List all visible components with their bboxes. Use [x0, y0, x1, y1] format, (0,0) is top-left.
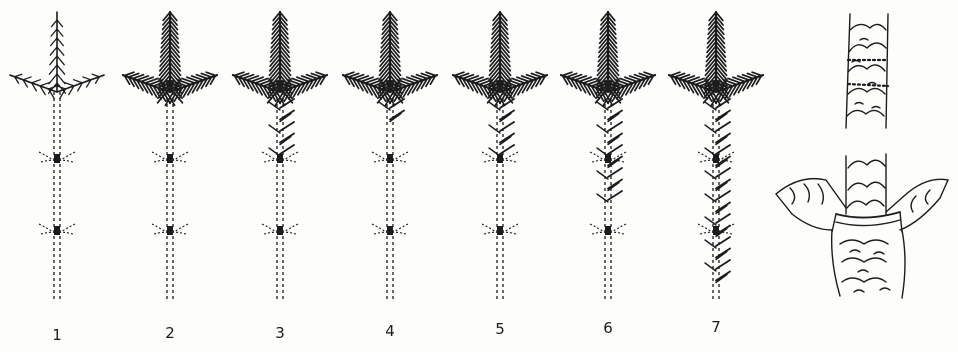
seedling-stage-6 [561, 12, 655, 302]
branch-junction-detail [776, 154, 948, 298]
stage-label-5: 5 [495, 320, 505, 338]
seedling-stage-5 [453, 12, 547, 302]
stage-label-1: 1 [52, 326, 62, 344]
seedling-stage-2 [123, 12, 217, 302]
seedling-stage-4 [343, 12, 437, 302]
stage-label-4: 4 [385, 322, 395, 340]
stage-label-2: 2 [165, 324, 175, 342]
seedling-stage-7 [669, 12, 763, 302]
stage-label-6: 6 [603, 319, 613, 337]
stage-label-7: 7 [711, 318, 721, 336]
seedling-stage-3 [233, 12, 327, 302]
stage-number-labels: 1 2 3 4 5 6 7 [52, 318, 721, 344]
seedling-stages [10, 12, 763, 302]
stage-label-3: 3 [275, 324, 285, 342]
stem-segment-detail [846, 14, 888, 128]
seedling-stage-1 [10, 12, 104, 302]
